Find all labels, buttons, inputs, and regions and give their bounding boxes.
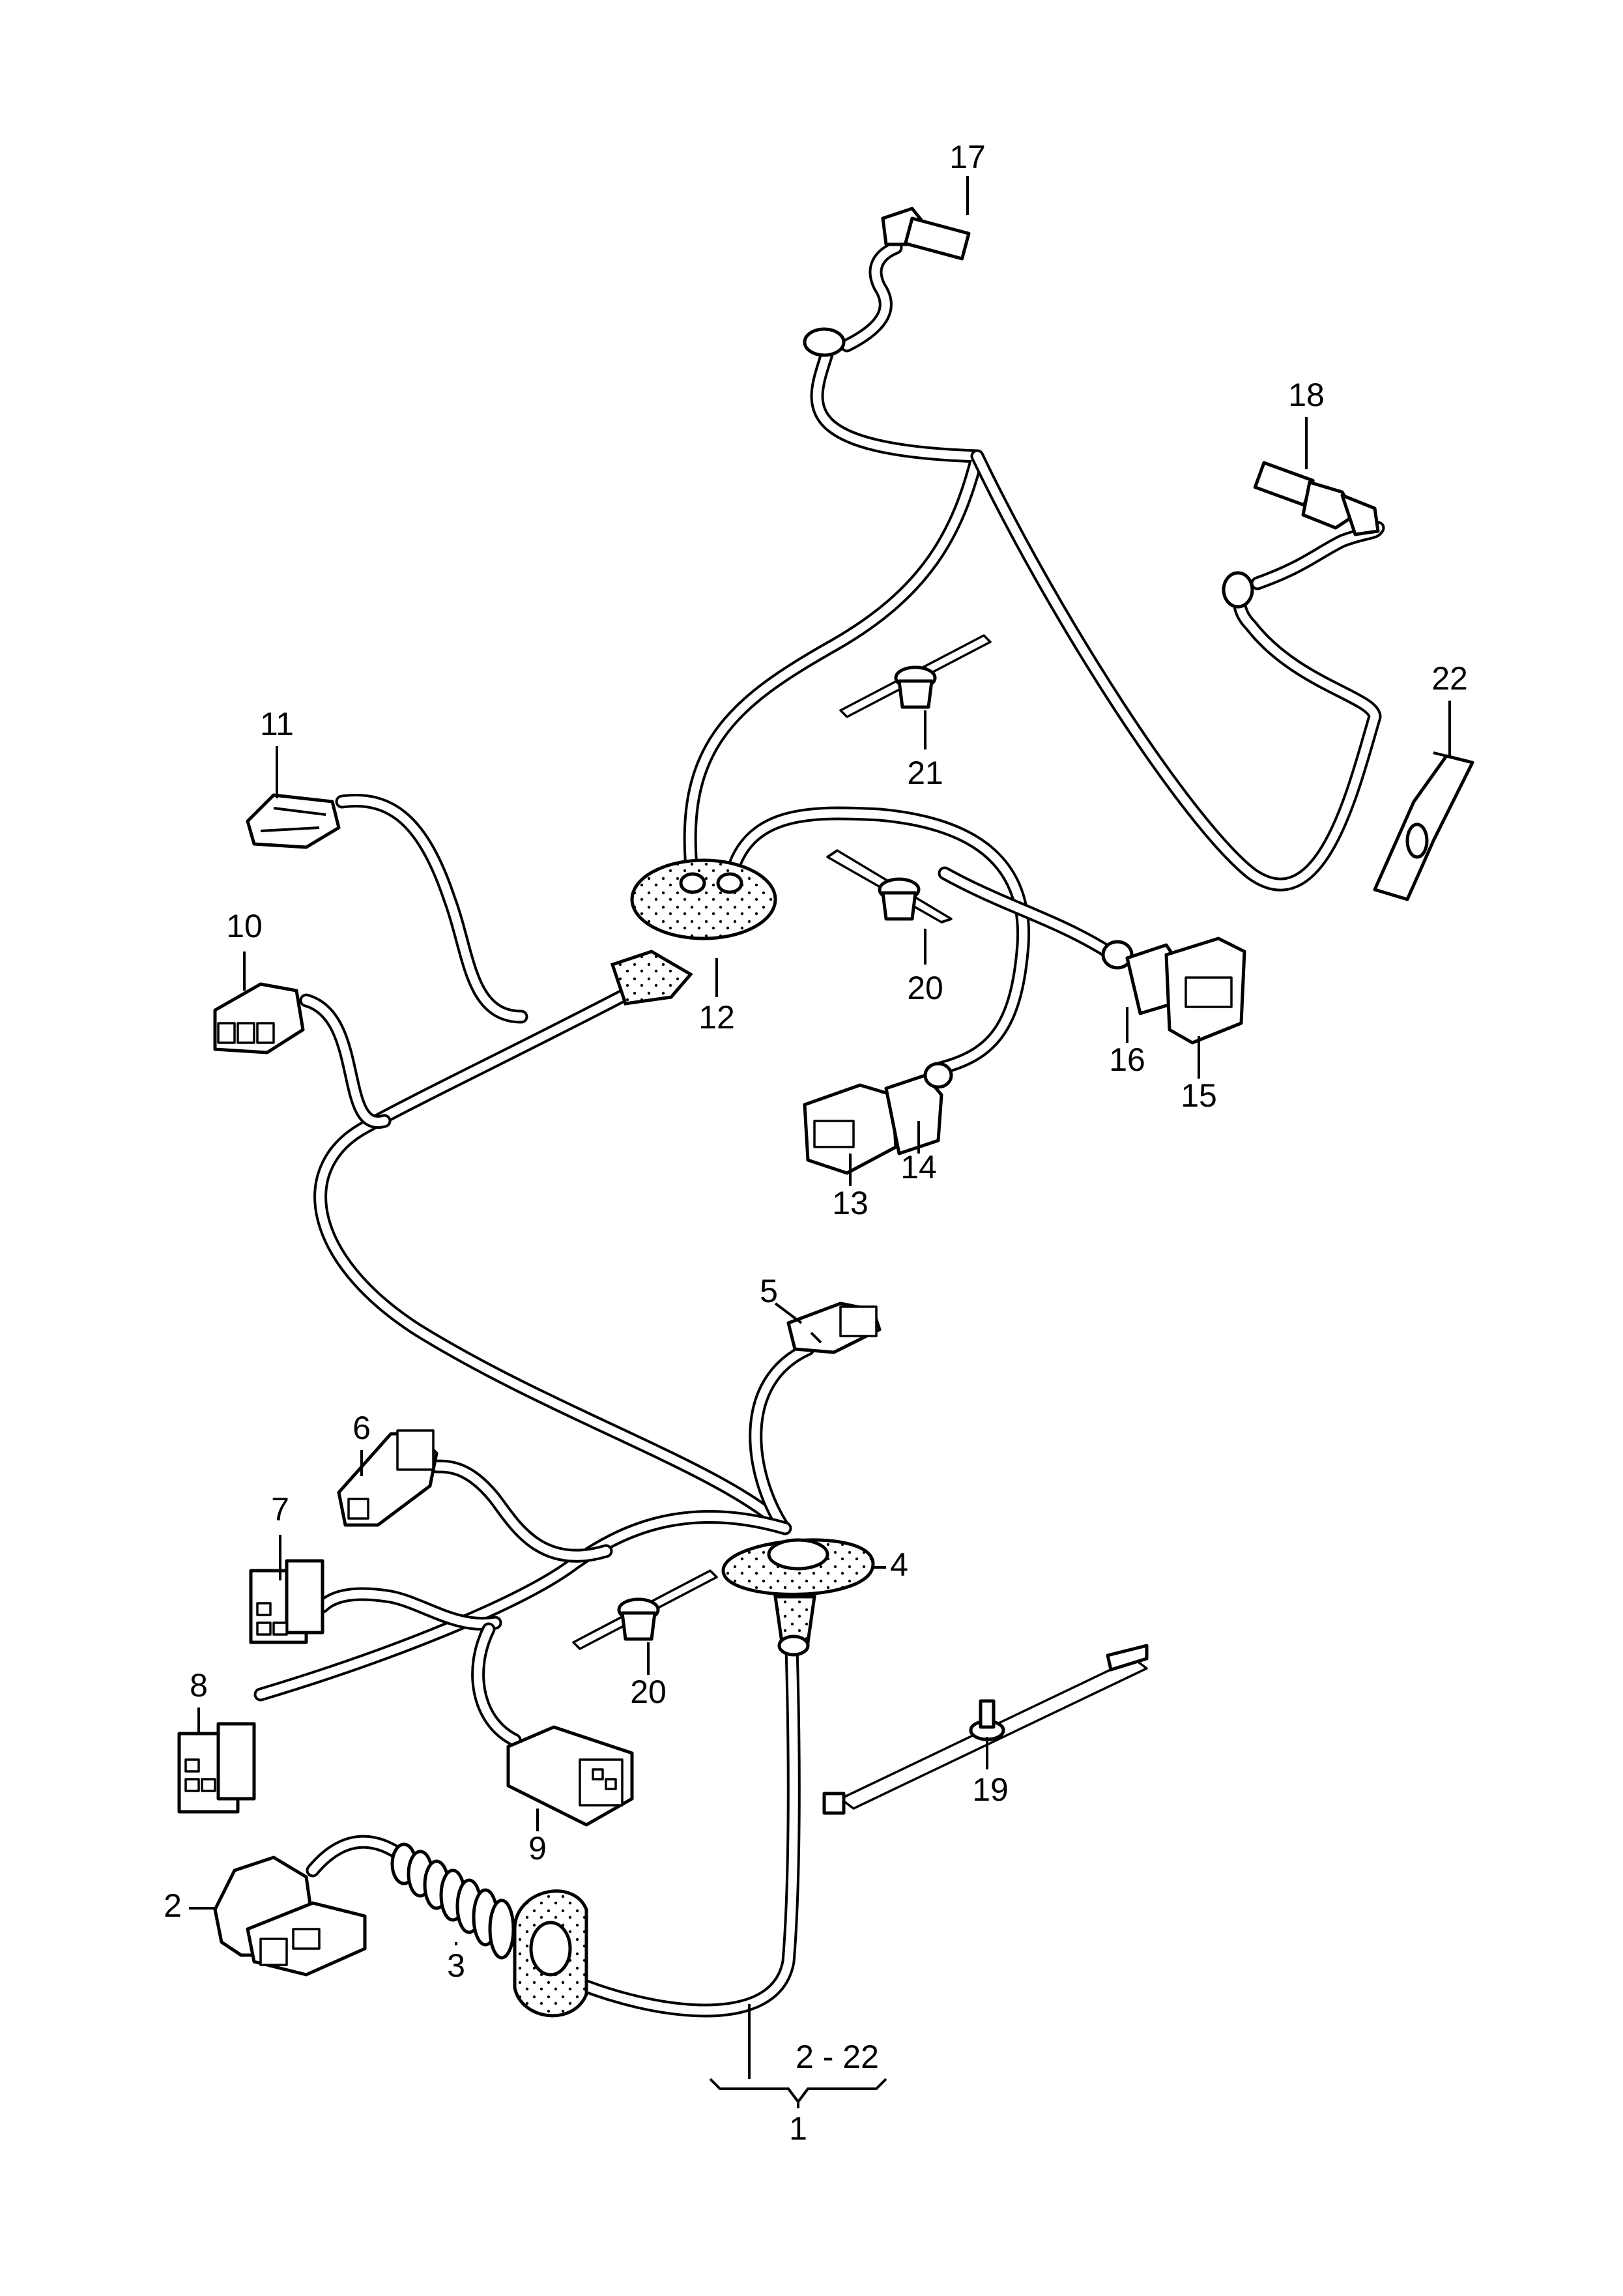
callout-10: 10 (226, 908, 263, 944)
connector-15-16 (1101, 937, 1246, 1045)
sensor-18 (1222, 461, 1380, 609)
callout-6: 6 (352, 1410, 371, 1446)
connector-6 (337, 1429, 438, 1527)
clip-20-lower (572, 1569, 718, 1650)
callout-3: 3 (447, 1947, 465, 1984)
callout-14: 14 (900, 1149, 937, 1185)
callout-17: 17 (949, 139, 986, 175)
connector-5 (786, 1301, 882, 1354)
clip-21 (839, 634, 992, 718)
connector-10 (213, 982, 305, 1054)
connector-11 (246, 793, 341, 849)
leader-lines (189, 176, 1451, 2108)
callout-19: 19 (972, 1771, 1009, 1808)
callout-13: 13 (832, 1185, 869, 1221)
callout-5: 5 (760, 1273, 778, 1309)
callout-16: 16 (1109, 1041, 1145, 1078)
callout-2: 2 (164, 1887, 182, 1924)
cable-tie-19 (822, 1644, 1149, 1815)
callout-20-upper: 20 (907, 970, 943, 1006)
boot-3 (390, 1842, 588, 2018)
callout-1: 1 (789, 2110, 807, 2147)
connector-2 (213, 1855, 367, 1977)
grommet-4 (721, 1538, 875, 1657)
callout-18: 18 (1288, 377, 1325, 413)
callout-22: 22 (1431, 660, 1468, 697)
callout-12: 12 (698, 999, 735, 1036)
callout-11: 11 (260, 706, 294, 742)
callout-20-lower: 20 (630, 1674, 667, 1710)
sensor-17 (803, 207, 971, 357)
callout-15: 15 (1181, 1077, 1217, 1114)
callout-range: 2 - 22 (796, 2039, 879, 2075)
connector-13-14 (803, 1062, 953, 1175)
connector-8 (177, 1722, 256, 1814)
connector-9 (506, 1725, 634, 1827)
callout-8: 8 (190, 1667, 208, 1704)
callout-9: 9 (528, 1830, 547, 1867)
grommet-12 (610, 858, 777, 1006)
callout-labels: 17 18 22 21 11 10 12 20 16 15 14 13 5 6 … (164, 139, 1468, 2147)
callout-21: 21 (907, 755, 943, 791)
callout-7: 7 (271, 1491, 289, 1528)
connector-7 (249, 1559, 324, 1644)
bracket-22 (1373, 751, 1474, 901)
corrugated-boot (390, 1842, 515, 1960)
clip-20-upper (826, 849, 953, 923)
callout-4: 4 (890, 1547, 908, 1583)
